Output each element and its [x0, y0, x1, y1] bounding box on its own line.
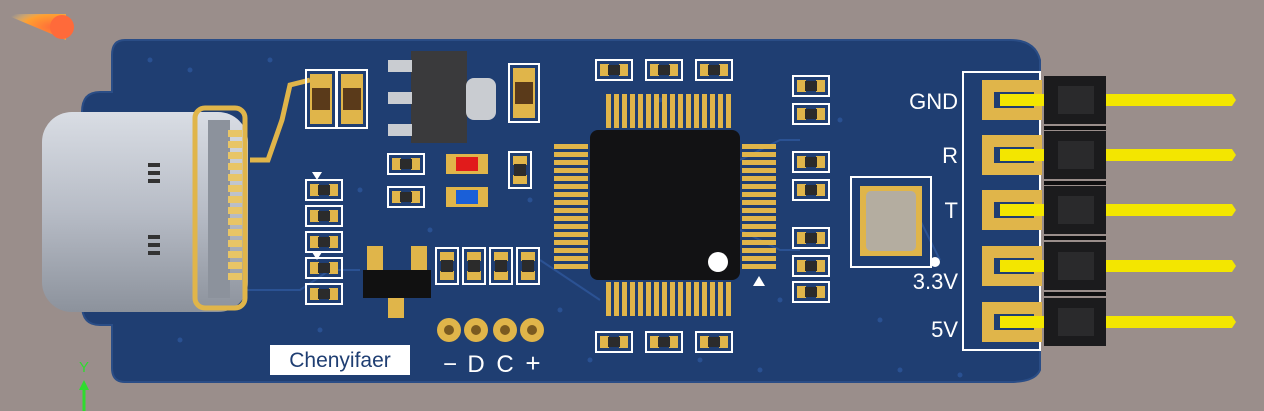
smd-passive	[305, 205, 343, 227]
smd-capacitor	[508, 63, 540, 123]
via-field	[147, 57, 1003, 378]
smd-passive	[792, 151, 830, 173]
debug-pads	[437, 318, 544, 342]
led-red	[446, 154, 488, 174]
smd-passive	[435, 247, 459, 285]
smd-passive	[387, 186, 425, 208]
smd-passive	[695, 59, 733, 81]
board-label-text: Chenyifaer	[289, 349, 391, 372]
smd-passive	[508, 151, 532, 189]
header-pin	[982, 76, 1236, 124]
usb-c-connector	[42, 105, 248, 312]
pin1-marker	[753, 276, 765, 286]
pin-label-gnd: GND	[909, 89, 958, 114]
smd-passive	[792, 103, 830, 125]
pin-label-t: T	[945, 198, 958, 223]
mcu-chip	[554, 94, 776, 316]
smd-passive	[792, 227, 830, 249]
pin1-dot	[930, 257, 940, 267]
gold-trace	[250, 77, 311, 163]
smd-passive	[595, 331, 633, 353]
header-labels: GND R T 3.3V 5V	[909, 89, 958, 342]
smd-passive	[305, 231, 343, 253]
smd-passive	[695, 331, 733, 353]
pin-label-3v3: 3.3V	[913, 269, 959, 294]
smd-passive	[792, 75, 830, 97]
sot23-transistor	[363, 246, 431, 318]
smd-passive	[792, 281, 830, 303]
voltage-regulator	[388, 51, 496, 143]
smd-passive	[645, 59, 683, 81]
passive-components	[305, 59, 830, 353]
smd-passive	[305, 283, 343, 305]
header-pin	[982, 242, 1236, 290]
smd-passive	[595, 59, 633, 81]
smd-capacitor	[305, 69, 337, 129]
pad-label-d: D	[467, 351, 484, 378]
axis-y-label: Y	[79, 359, 89, 376]
cursor-flame-icon	[4, 14, 74, 40]
smd-passive	[489, 247, 513, 285]
smd-passive	[387, 153, 425, 175]
pin-header	[962, 71, 1236, 351]
smd-passive	[305, 179, 343, 201]
header-pin	[982, 131, 1236, 179]
smd-passive	[792, 255, 830, 277]
crystal-oscillator	[850, 176, 932, 268]
led-blue	[446, 187, 488, 207]
pin-label-5v: 5V	[931, 317, 958, 342]
smd-passive	[792, 179, 830, 201]
smd-capacitor	[336, 69, 368, 129]
smd-passive	[516, 247, 540, 285]
debug-pad-labels: − D C +	[443, 348, 541, 378]
board-label: Chenyifaer	[270, 345, 410, 375]
pin-label-r: R	[942, 143, 958, 168]
pad-label-minus: −	[443, 351, 457, 378]
header-pin	[982, 186, 1236, 234]
header-pin	[982, 298, 1236, 346]
axis-gizmo: Y	[79, 359, 89, 411]
smd-passive	[305, 257, 343, 279]
pad-label-plus: +	[525, 348, 540, 378]
pad-label-c: C	[496, 351, 513, 378]
smd-passive	[462, 247, 486, 285]
smd-passive	[645, 331, 683, 353]
